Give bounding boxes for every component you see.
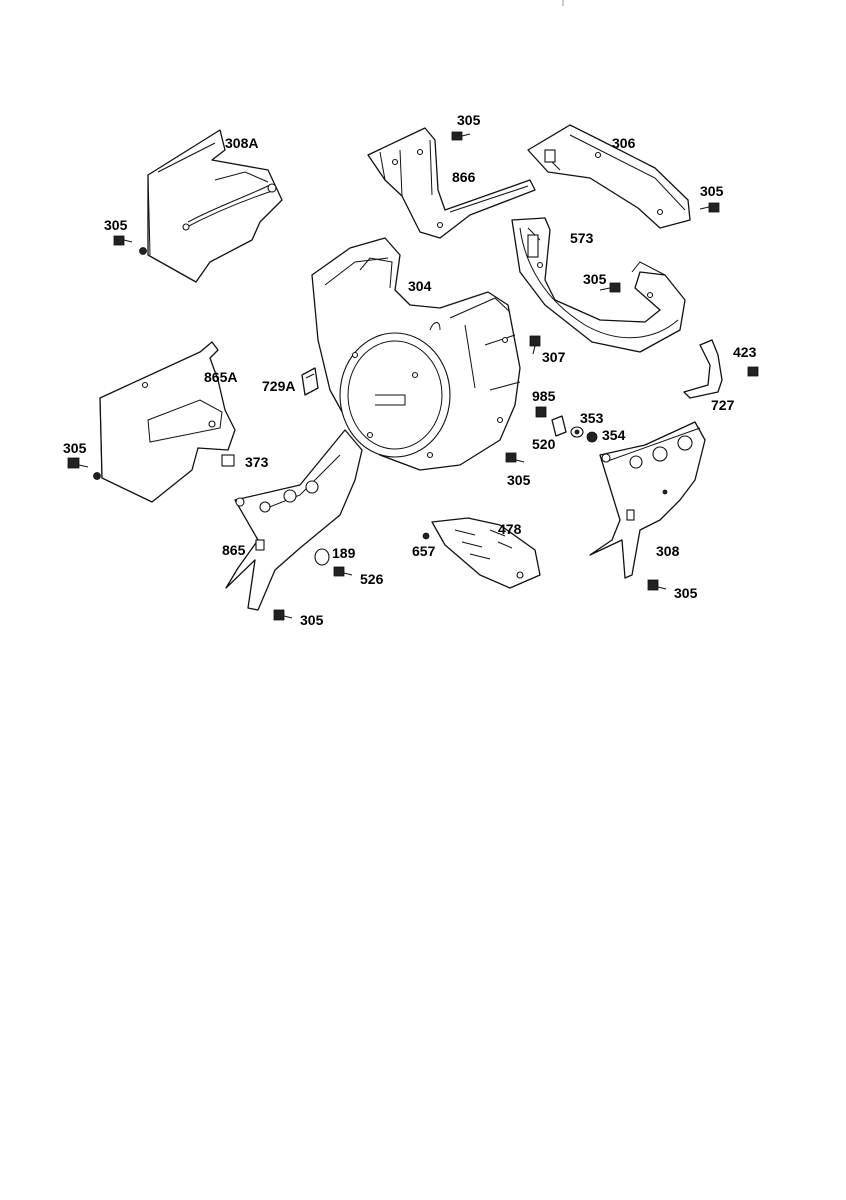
label-305-bottom-left: 305 [300, 612, 324, 628]
bolt-307 [529, 335, 541, 355]
label-727: 727 [711, 397, 735, 413]
label-308A: 308A [225, 135, 258, 151]
label-189: 189 [332, 545, 356, 561]
label-865: 865 [222, 542, 246, 558]
part-308-baffle [589, 421, 706, 579]
bolt-305-top-left [113, 235, 133, 246]
bracket-520 [551, 415, 567, 437]
bolt-305-top [451, 131, 471, 141]
washer-353 [570, 426, 584, 438]
part-308A-shroud [139, 129, 283, 283]
label-307: 307 [542, 349, 566, 365]
part-729A-clip [301, 367, 319, 396]
label-866: 866 [452, 169, 476, 185]
washer-189 [314, 548, 330, 566]
label-354: 354 [602, 427, 626, 443]
part-865A-shroud [93, 341, 236, 503]
label-305-center: 305 [507, 472, 531, 488]
label-865A: 865A [204, 369, 237, 385]
label-373: 373 [245, 454, 269, 470]
label-304: 304 [408, 278, 432, 294]
label-308: 308 [656, 543, 680, 559]
label-305-top-right: 305 [700, 183, 724, 199]
label-520: 520 [532, 436, 556, 452]
label-305-top: 305 [457, 112, 481, 128]
label-573: 573 [570, 230, 594, 246]
part-727-wire-bracket [683, 339, 723, 399]
part-306-shroud [527, 124, 691, 229]
label-305-bottom-right: 305 [674, 585, 698, 601]
label-423: 423 [733, 344, 757, 360]
part-866-bracket [367, 127, 536, 239]
label-478: 478 [498, 521, 522, 537]
label-729A: 729A [262, 378, 295, 394]
label-526: 526 [360, 571, 384, 587]
part-478-heat-shield [431, 517, 541, 589]
label-305-left: 305 [63, 440, 87, 456]
part-865-baffle [225, 429, 363, 611]
label-985: 985 [532, 388, 556, 404]
nut-423 [747, 366, 759, 377]
bolt-305-bottom-right [647, 579, 667, 591]
label-306: 306 [612, 135, 636, 151]
bolt-305-top-right [699, 202, 720, 213]
bolt-305-left [67, 457, 89, 469]
nut-373 [221, 454, 235, 467]
nut-354 [586, 431, 598, 443]
label-305-mid: 305 [583, 271, 607, 287]
part-304-blower-housing [311, 237, 521, 471]
bolt-526 [333, 566, 353, 577]
part-573-cover [511, 217, 686, 353]
bolt-305-mid [599, 282, 621, 293]
label-657: 657 [412, 543, 436, 559]
bolt-305-center [505, 452, 525, 463]
bolt-305-bottom-left [273, 609, 293, 621]
label-353: 353 [580, 410, 604, 426]
screw-657 [422, 532, 430, 540]
bolt-985 [535, 406, 547, 418]
label-305-top-left: 305 [104, 217, 128, 233]
